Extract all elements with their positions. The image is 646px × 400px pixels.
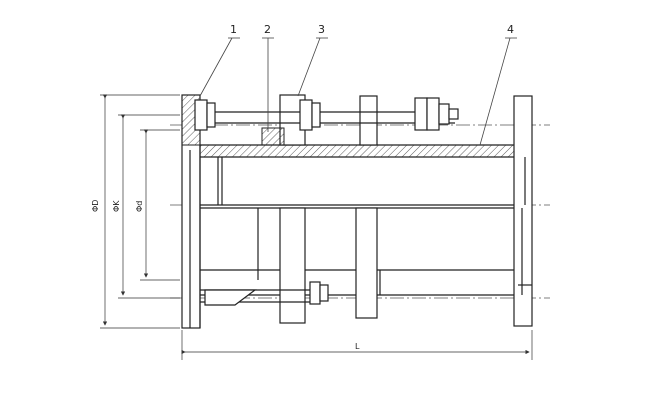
callout-4: 4	[507, 23, 514, 36]
callout-3: 3	[318, 23, 325, 36]
bottom-tie-rod	[200, 281, 329, 306]
middle-flange	[355, 95, 378, 319]
dimension-lines	[100, 94, 533, 360]
top-tie-rod	[194, 97, 459, 131]
callout-2: 2	[264, 23, 271, 36]
callout-1: 1	[230, 23, 237, 36]
dim-label-length: L	[355, 342, 360, 351]
dim-label-outer-diameter: ΦD	[91, 200, 100, 212]
callout-leaders	[199, 37, 517, 146]
right-flange	[513, 95, 533, 327]
dim-label-bolt-circle: ΦK	[112, 200, 121, 212]
left-flange	[181, 94, 201, 329]
dim-label-inner-diameter: Φd	[135, 201, 144, 212]
seal-ring	[261, 127, 285, 146]
